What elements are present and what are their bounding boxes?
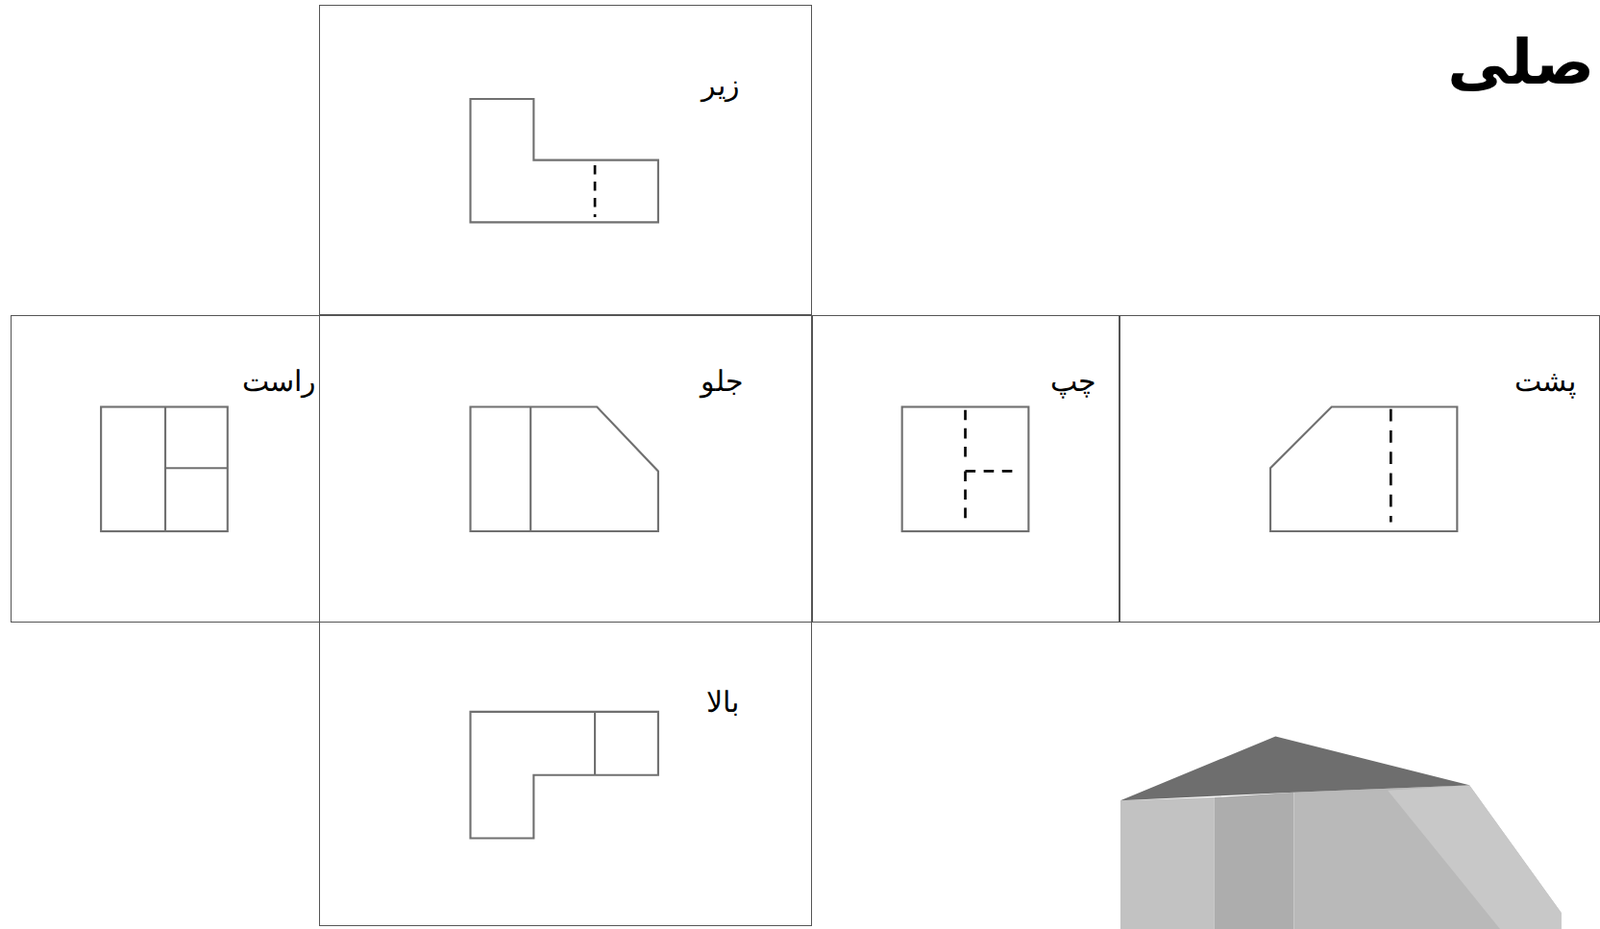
- hidden-line: [1389, 409, 1393, 523]
- view-label: جلو: [700, 365, 744, 397]
- back-view-outline: [1270, 407, 1457, 532]
- bottom-view-outline: [470, 98, 659, 222]
- top-view-outline: [470, 712, 659, 839]
- top-view-panel: بالا: [319, 621, 813, 927]
- hidden-line: [593, 165, 597, 218]
- left-view-panel: چپ: [812, 315, 1120, 623]
- front-view-panel: جلو: [319, 315, 813, 623]
- view-label: چپ: [1050, 365, 1097, 397]
- edge-line: [165, 467, 228, 469]
- right-view-outline: [100, 407, 228, 532]
- left-view-outline: [902, 407, 1030, 532]
- hidden-line: [963, 470, 967, 525]
- edge-line: [529, 407, 532, 532]
- view-label: بالا: [706, 686, 739, 718]
- hidden-line: [965, 469, 1021, 473]
- iso-part: [1120, 736, 1562, 929]
- front-view-outline: [470, 407, 659, 532]
- edge-line: [593, 712, 596, 776]
- view-label: راست: [242, 365, 316, 397]
- back-view-panel: پشت: [1119, 315, 1600, 623]
- hidden-line: [963, 410, 967, 458]
- view-label: زیر: [701, 69, 739, 101]
- view-label: پشت: [1514, 365, 1576, 397]
- right-view-panel: راست: [10, 315, 320, 623]
- bottom-view-panel: زیر: [319, 4, 813, 316]
- page-title: صلی: [1447, 26, 1595, 99]
